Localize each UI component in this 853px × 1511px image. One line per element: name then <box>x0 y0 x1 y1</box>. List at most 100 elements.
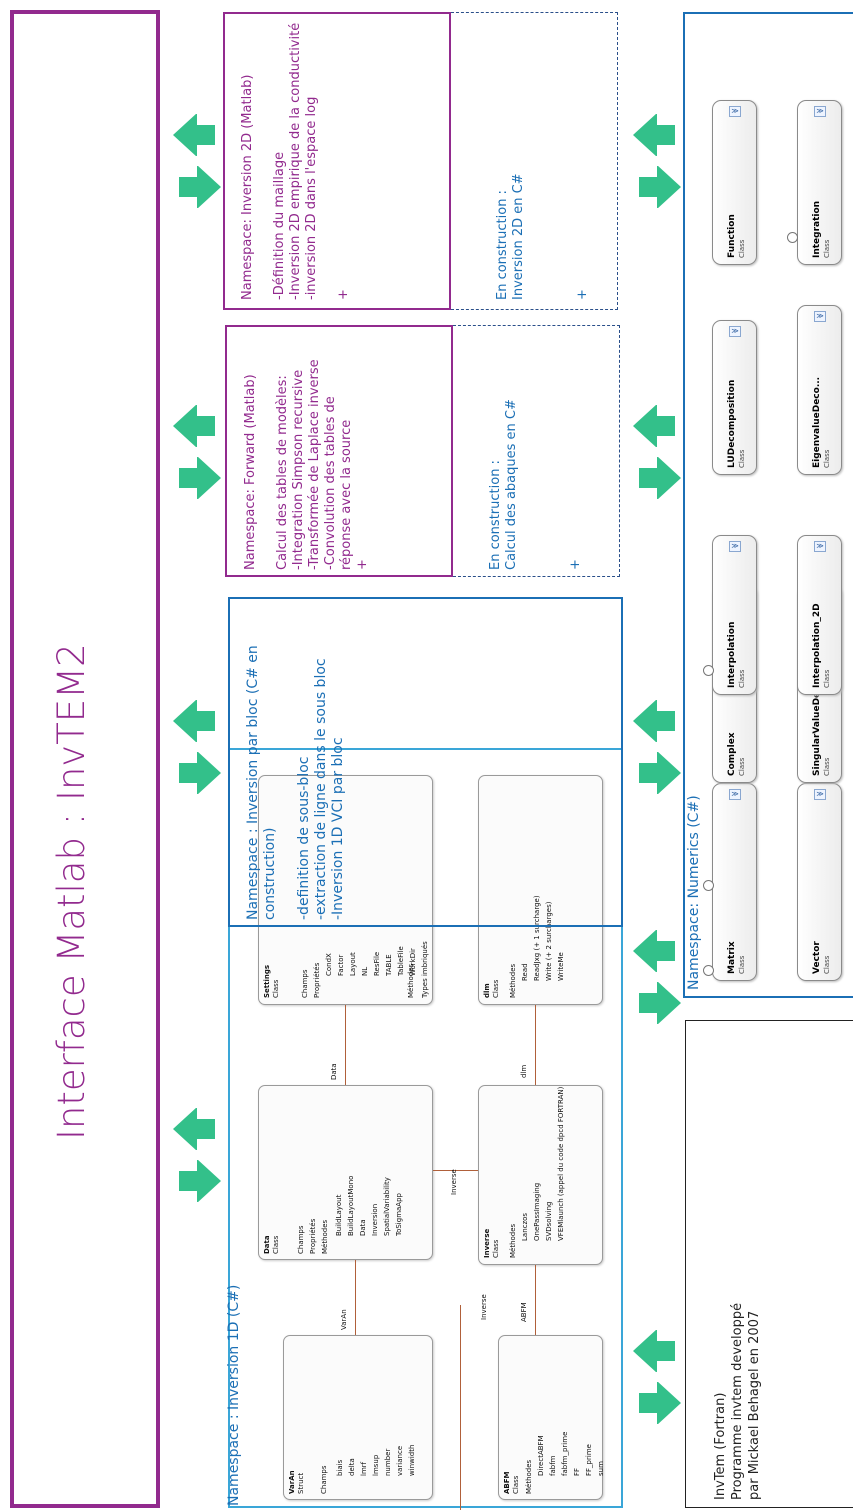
uml-method: SVDsolving <box>545 1201 553 1241</box>
uml-settings-kind: Class <box>272 979 280 998</box>
uml-method: DirectABFM <box>537 1435 545 1476</box>
inversion2d-text: Namespace: Inversion 2D (Matlab) -Défini… <box>240 22 351 300</box>
uml-field: variance <box>396 1445 404 1476</box>
link-line <box>535 1005 536 1085</box>
page-title: Interface Matlab : InvTEM2 <box>50 643 93 1140</box>
interface-icon <box>703 880 714 891</box>
forward-text: Namespace: Forward (Matlab) Calcul des t… <box>243 359 370 570</box>
uml-section: Champs <box>297 1225 305 1254</box>
class-matrix[interactable]: Matrix Class ≫ <box>712 783 757 981</box>
uml-varan-name: VarAn <box>288 1470 296 1494</box>
arrow-down-icon <box>179 166 221 208</box>
uml-inverse-kind: Class <box>492 1239 500 1258</box>
uml-method: SpatialVariability <box>383 1177 391 1236</box>
uml-dlm[interactable]: dlm Class Méthodes Read ReadJxg (+ 1 sur… <box>478 775 603 1005</box>
uml-prop: Layout <box>349 952 357 976</box>
uml-section: Propriétés <box>313 962 321 998</box>
class-vector[interactable]: Vector Class ≫ <box>797 783 842 981</box>
uml-method: sum <box>597 1461 605 1476</box>
link-label: ABFM <box>520 1302 528 1322</box>
uml-method: Read <box>521 963 529 981</box>
link-label: dlm <box>520 1064 528 1078</box>
uml-varan[interactable]: VarAn Struct Champs biais delta lmrf lms… <box>283 1335 433 1500</box>
uml-inverse-name: Inverse <box>483 1228 491 1258</box>
arrow-up-icon <box>633 930 675 972</box>
forward-construction-frame <box>453 325 620 577</box>
uml-data-name: Data <box>263 1235 271 1254</box>
arrow-up-icon <box>633 700 675 742</box>
class-interpolation[interactable]: Interpolation Class ≫ <box>712 535 757 695</box>
arrow-up-icon <box>633 405 675 447</box>
link-label: VarAn <box>340 1309 348 1330</box>
class-integration[interactable]: Integration Class ≫ <box>797 100 842 265</box>
uml-method: FF <box>573 1467 581 1476</box>
expand-icon[interactable]: ≫ <box>729 106 741 117</box>
uml-field: winwidth <box>408 1444 416 1476</box>
class-interpolation-2d[interactable]: Interpolation_2D Class ≫ <box>797 535 842 695</box>
arrow-up-icon <box>173 700 215 742</box>
expand-icon[interactable]: ≫ <box>729 789 741 800</box>
uml-method: ToSigmaApp <box>395 1193 403 1236</box>
class-ludecomposition[interactable]: LUDecomposition Class ≫ <box>712 320 757 475</box>
forward-construction-text: En construction : Calcul des abaques en … <box>488 399 583 570</box>
link-label: Data <box>330 1063 338 1080</box>
arrow-down-icon <box>179 752 221 794</box>
expand-icon[interactable]: ≫ <box>814 789 826 800</box>
uml-data-kind: Class <box>272 1235 280 1254</box>
expand-icon[interactable]: ≫ <box>814 541 826 552</box>
expand-icon[interactable]: ≫ <box>814 311 826 322</box>
arrow-down-icon <box>639 752 681 794</box>
arrow-down-icon <box>179 457 221 499</box>
uml-settings[interactable]: Settings Class Champs Propriétés CondX F… <box>258 775 433 1005</box>
uml-method: Lanczos <box>521 1212 529 1241</box>
fortran-text: InvTem (Fortran) Programme invtem develo… <box>713 1302 762 1500</box>
uml-method: VFEMlaunch (appel du code dpcd FORTRAN) <box>557 1086 565 1241</box>
uml-section: Méthodes <box>525 1459 533 1494</box>
class-function[interactable]: Function Class ≫ <box>712 100 757 265</box>
uml-inverse[interactable]: Inverse Class Méthodes Lanczos OnePassIm… <box>478 1085 603 1265</box>
bloc-inversion-text: Namespace : Inversion par bloc (C# en co… <box>245 645 346 920</box>
uml-method: WriteMe <box>557 952 565 981</box>
uml-field: biais <box>336 1459 344 1476</box>
uml-prop: Factor <box>337 954 345 976</box>
uml-section: Méthodes <box>321 1219 329 1254</box>
forward-frame <box>225 325 453 577</box>
interface-frame <box>10 10 160 1508</box>
uml-section: Champs <box>301 969 309 998</box>
uml-settings-name: Settings <box>263 964 271 998</box>
uml-section: Champs <box>320 1465 328 1494</box>
inversion2d-construction-frame <box>451 12 618 310</box>
uml-method: FF_prime <box>585 1444 593 1476</box>
uml-abfm-name: ABFM <box>503 1471 511 1494</box>
uml-abfm[interactable]: ABFM Class Méthodes DirectABFM fabfm fab… <box>498 1335 605 1500</box>
link-line <box>355 1260 356 1335</box>
class-eigenvaluedeco[interactable]: EigenvalueDeco... Class ≫ <box>797 305 842 475</box>
uml-field: lmrf <box>360 1461 368 1476</box>
uml-data[interactable]: Data Class Champs Propriétés Méthodes Bu… <box>258 1085 433 1260</box>
inversion2d-construction-text: En construction : Inversion 2D en C# + <box>495 173 590 300</box>
arrow-down-icon <box>639 166 681 208</box>
uml-dlm-name: dlm <box>483 983 491 998</box>
fortran-frame <box>685 1020 853 1508</box>
expand-icon[interactable]: ≫ <box>729 326 741 337</box>
arrow-down-icon <box>639 982 681 1024</box>
uml-method: fabfm <box>549 1455 557 1476</box>
link-label: Inverse <box>480 1294 488 1320</box>
uml-section: Méthodes <box>509 963 517 998</box>
uml-section: Types imbriqués <box>421 941 429 998</box>
expand-icon[interactable]: ≫ <box>729 541 741 552</box>
arrow-up-icon <box>633 114 675 156</box>
inversion2d-frame <box>223 12 451 310</box>
inversion1d-frame <box>228 748 623 1508</box>
interface-icon <box>787 232 798 243</box>
uml-method: BuildLayoutMono <box>347 1175 355 1236</box>
uml-field: lmsup <box>372 1454 380 1476</box>
uml-prop: CondX <box>325 953 333 976</box>
uml-field: number <box>384 1448 392 1476</box>
link-label: Inverse <box>450 1169 458 1195</box>
numerics-frame <box>683 12 853 998</box>
uml-method: Inversion <box>371 1203 379 1236</box>
uml-method: Data <box>359 1219 367 1236</box>
expand-icon[interactable]: ≫ <box>814 106 826 117</box>
arrow-down-icon <box>639 1382 681 1424</box>
